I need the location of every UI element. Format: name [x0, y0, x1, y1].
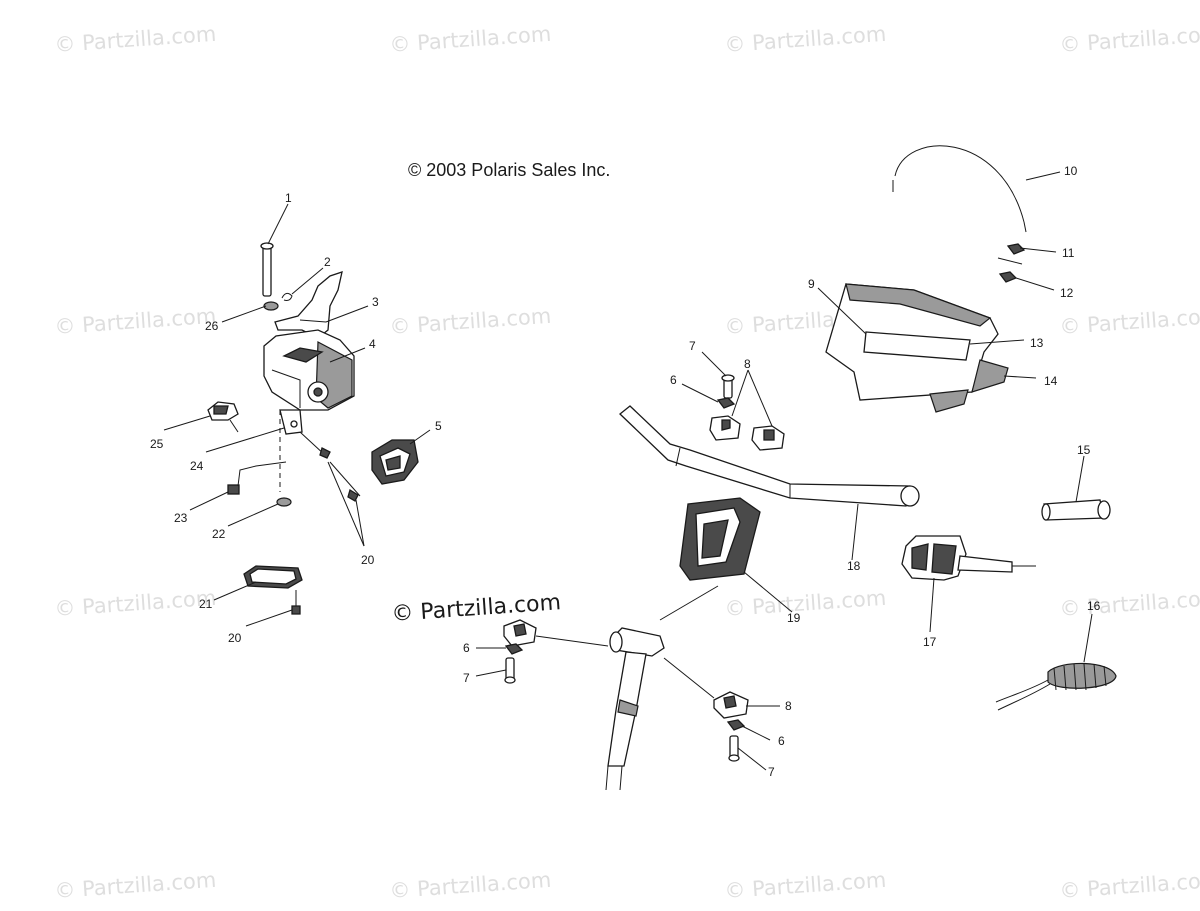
part-5-grommet: [371, 439, 419, 485]
part-17-brake-control: [901, 535, 1036, 581]
callout-17: 17: [923, 635, 937, 649]
copyright-notice: © 2003 Polaris Sales Inc.: [408, 160, 610, 180]
watermark: © Partzilla.com: [724, 22, 887, 57]
callout-7-upper: 7: [689, 339, 696, 353]
callout-13: 13: [1030, 336, 1044, 350]
part-18-handlebar: [619, 405, 920, 507]
part-3-throttle-lever: [274, 271, 343, 339]
callout-12: 12: [1060, 286, 1074, 300]
callout-22: 22: [212, 527, 226, 541]
part-7-bolt-lower-right: [728, 735, 740, 762]
leader-line: [659, 585, 719, 621]
callout-6-upper: 6: [670, 373, 677, 387]
callout-26: 26: [205, 319, 219, 333]
part-11-nut: [997, 243, 1026, 265]
watermark: © Partzilla.com: [1059, 586, 1200, 621]
part-4-throttle-housing: [263, 329, 355, 411]
watermark: © Partzilla.com: [54, 586, 217, 621]
part-24-bracket: [279, 409, 303, 435]
leader-line: [663, 657, 715, 699]
callout-2: 2: [324, 255, 331, 269]
part-20-screws: [299, 431, 361, 502]
leader-lines: [163, 171, 1093, 771]
callout-14: 14: [1044, 374, 1058, 388]
callout-5: 5: [435, 419, 442, 433]
part-22-nut: [276, 497, 292, 507]
part-6-washer-upper: [716, 397, 736, 409]
part-6-washer-lower-left: [504, 643, 524, 655]
watermark: © Partzilla.com: [389, 304, 552, 339]
part-23-wire-connector: [227, 461, 287, 495]
watermark: © Partzilla.com: [724, 868, 887, 903]
part-8-clamp-upper-left: [709, 415, 741, 441]
part-7-bolt-lower-left: [504, 657, 516, 684]
callout-4: 4: [369, 337, 376, 351]
part-25-switch: [207, 401, 239, 433]
callout-8-lower: 8: [785, 699, 792, 713]
callout-24: 24: [190, 459, 204, 473]
callout-10: 10: [1064, 164, 1078, 178]
callout-20-lower: 20: [228, 631, 242, 645]
part-1-pin: [260, 242, 274, 297]
watermark: © Partzilla.com: [54, 868, 217, 903]
callout-25: 25: [150, 437, 164, 451]
watermark: © Partzilla.com: [1059, 22, 1200, 57]
callout-3: 3: [372, 295, 379, 309]
part-9-hood-pad: [825, 283, 1009, 413]
part-21-cover-plate: [243, 565, 303, 589]
callout-labels: 1 2 3 4 5 26 25 24 23 22 20 21 20 7 6 8 …: [150, 164, 1101, 779]
callout-18: 18: [847, 559, 861, 573]
callout-7-lower-left: 7: [463, 671, 470, 685]
watermark-grid: © Partzilla.com © Partzilla.com © Partzi…: [54, 22, 1200, 903]
part-26-washer: [263, 301, 279, 311]
callout-9: 9: [808, 277, 815, 291]
part-12-nut: [998, 271, 1018, 283]
part-8-clamp-lower-left: [503, 619, 537, 647]
watermark: © Partzilla.com: [389, 868, 552, 903]
watermark: © Partzilla.com: [389, 22, 552, 57]
callout-15: 15: [1077, 443, 1091, 457]
watermark: © Partzilla.com: [54, 304, 217, 339]
watermark: © Partzilla.com: [1059, 868, 1200, 903]
part-6-washer-lower-right: [726, 719, 746, 731]
watermark: © Partzilla.com: [724, 586, 887, 621]
callout-11: 11: [1062, 246, 1075, 260]
callout-20-upper: 20: [361, 553, 375, 567]
watermark: © Partzilla.com: [54, 22, 217, 57]
leader-line: [535, 635, 609, 647]
center-watermark: © Partzilla.com: [391, 590, 562, 627]
callout-7-lower-right: 7: [768, 765, 775, 779]
callout-19: 19: [787, 611, 801, 625]
callout-6-lower-right: 6: [778, 734, 785, 748]
callout-1: 1: [285, 191, 292, 205]
callout-23: 23: [174, 511, 188, 525]
part-8-clamp-lower-right: [713, 691, 749, 719]
part-15-grip: [1041, 499, 1111, 521]
part-16-coil-cord: [995, 662, 1117, 711]
part-20-screw-lower: [291, 590, 301, 615]
part-10-cable: [892, 145, 1027, 233]
callout-6-lower-left: 6: [463, 641, 470, 655]
part-8-clamp-upper-right: [751, 425, 785, 451]
part-7-bolt-upper: [721, 374, 735, 399]
part-2-clip: [281, 292, 293, 301]
callout-21: 21: [199, 597, 213, 611]
callout-16: 16: [1087, 599, 1101, 613]
part-19-riser-pad: [679, 497, 761, 581]
callout-8-upper: 8: [744, 357, 751, 371]
watermark: © Partzilla.com: [1059, 304, 1200, 339]
steering-post: [605, 627, 665, 791]
